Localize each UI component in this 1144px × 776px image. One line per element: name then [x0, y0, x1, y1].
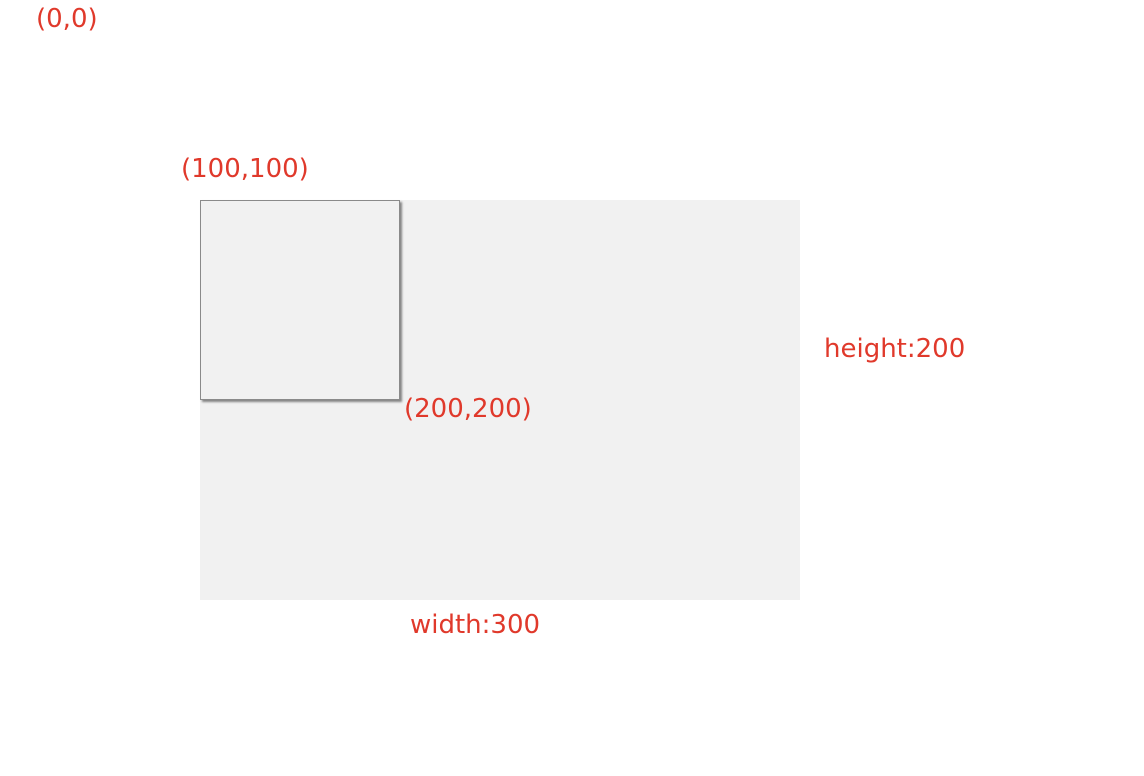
outer-rectangle: [200, 200, 800, 600]
height-label: height:200: [824, 334, 966, 364]
inner-square: [200, 200, 400, 400]
bottom-right-coordinate-label: (200,200): [404, 394, 532, 424]
width-label: width:300: [410, 610, 541, 640]
top-left-coordinate-label: (100,100): [181, 154, 309, 184]
origin-label: (0,0): [36, 4, 98, 34]
